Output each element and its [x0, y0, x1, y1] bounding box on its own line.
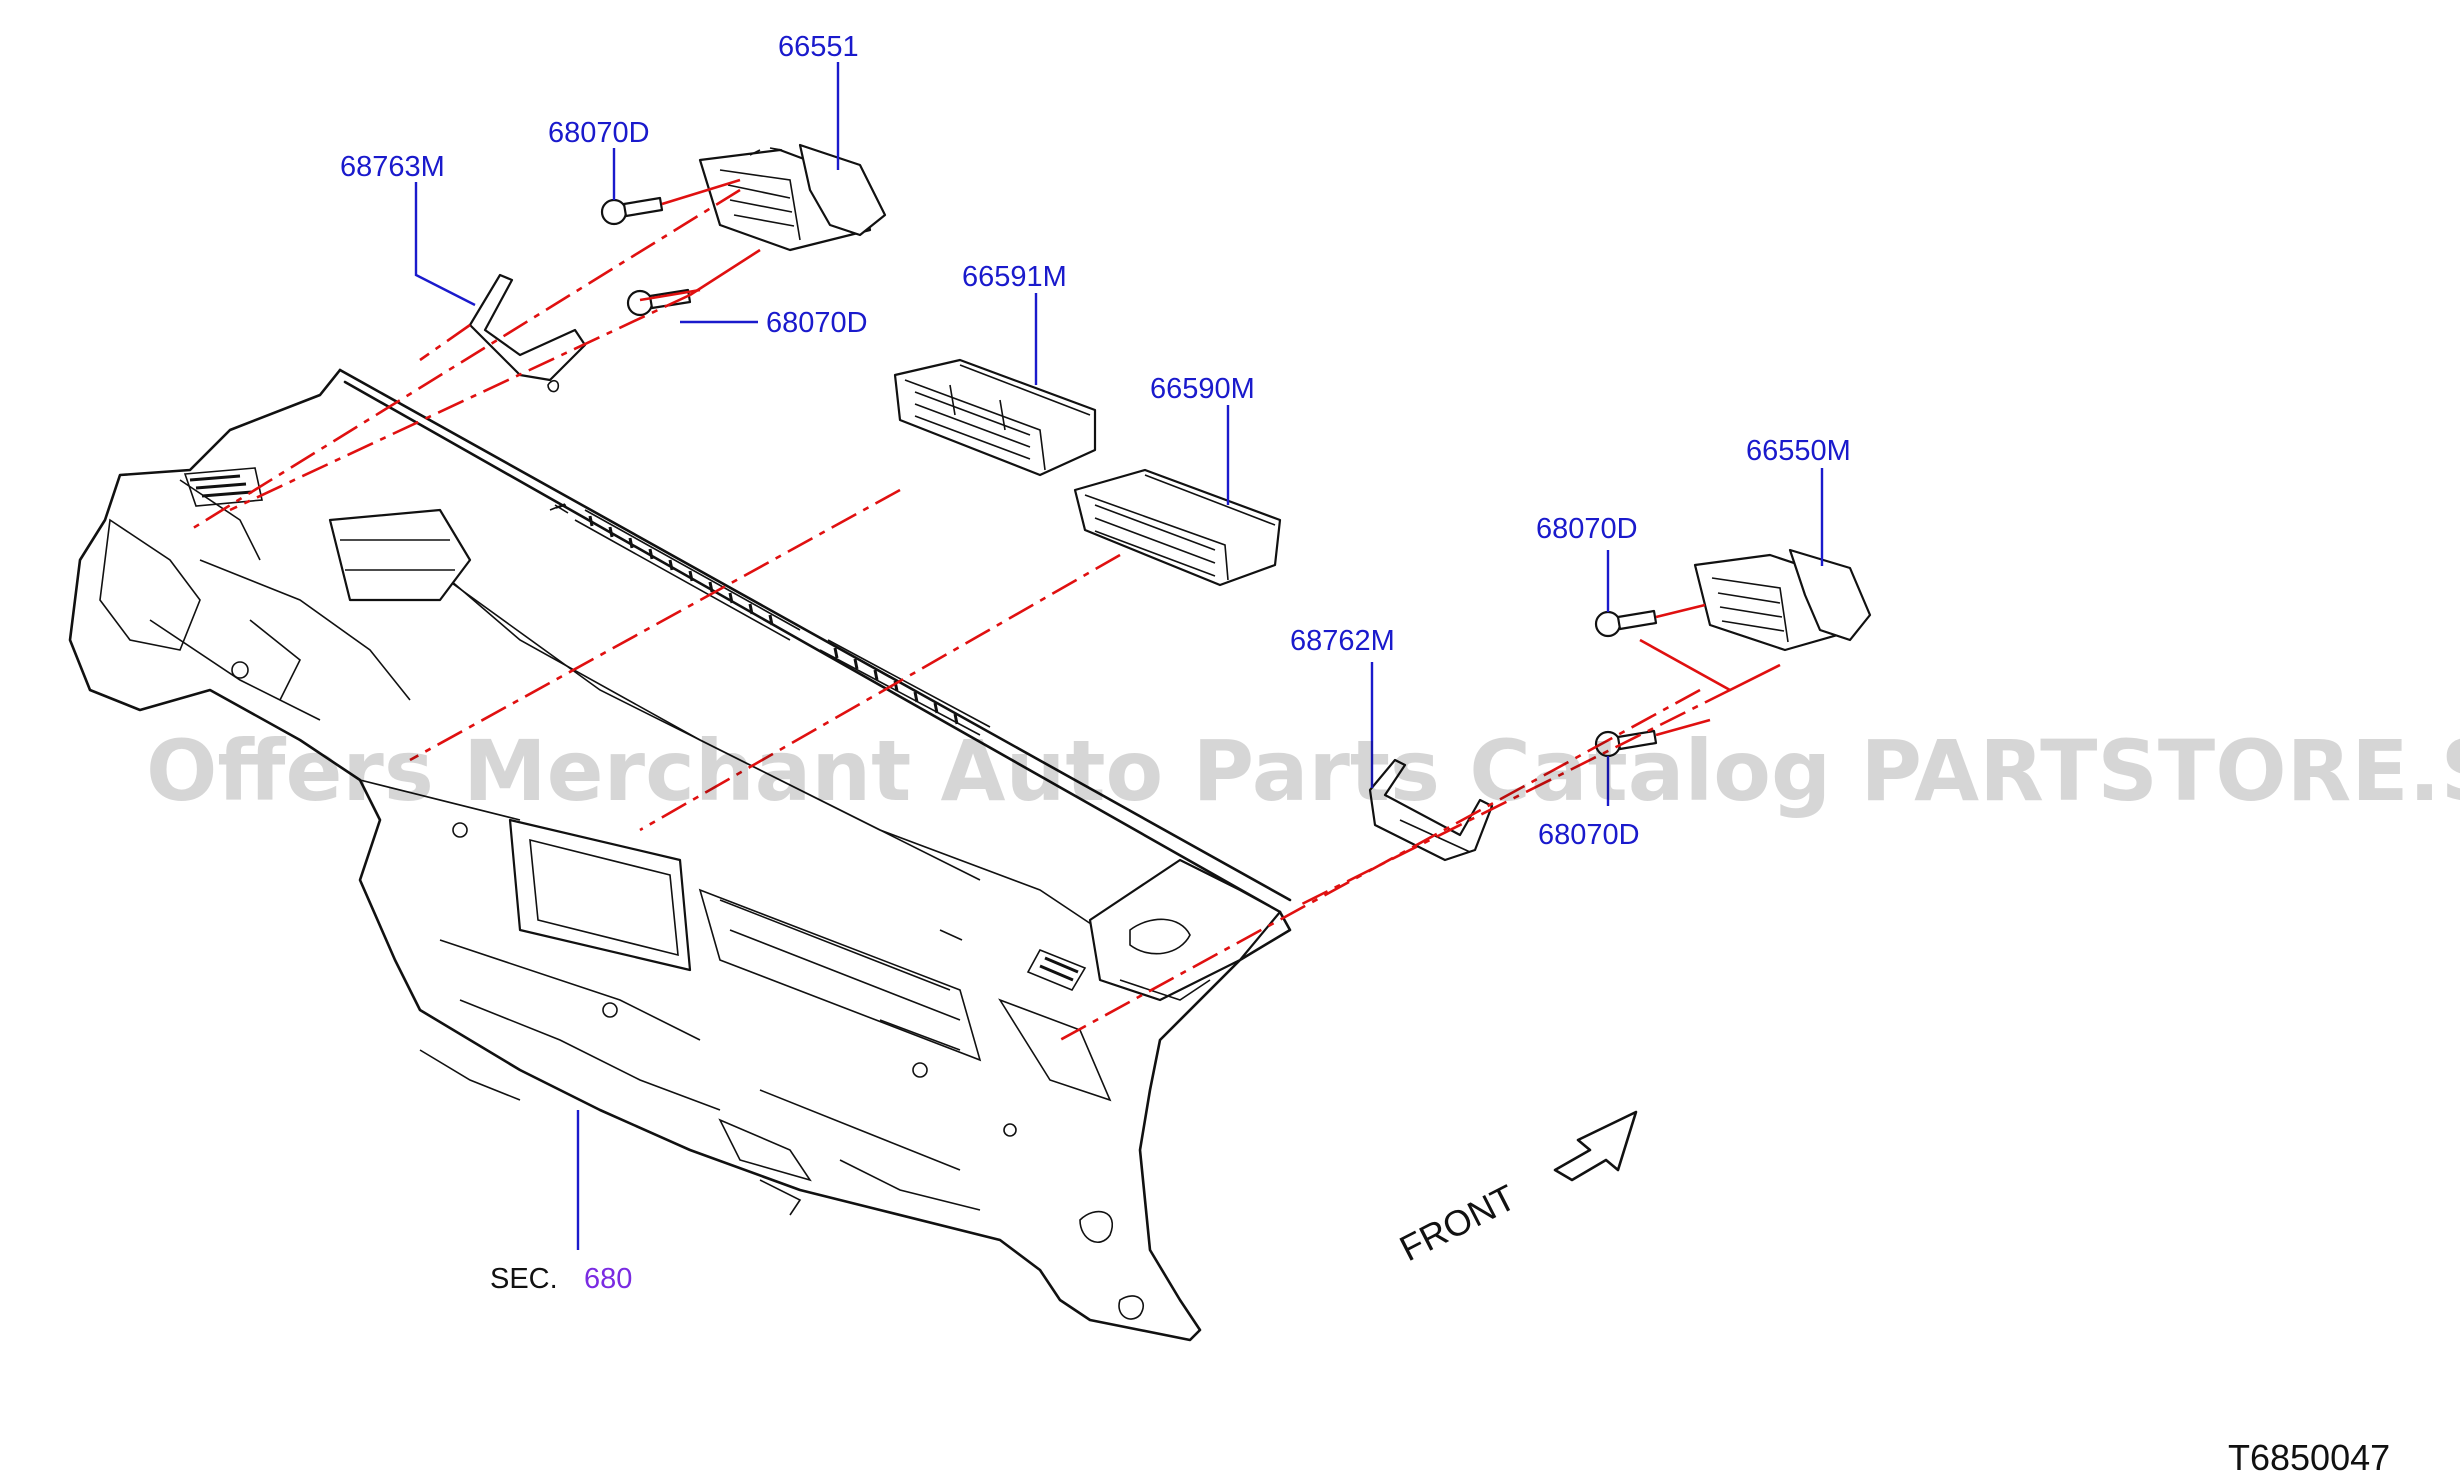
- vent-66590m-drawing: [1073, 468, 1282, 587]
- front-label: FRONT: [1393, 1176, 1522, 1269]
- front-arrow-icon: [1553, 1110, 1638, 1182]
- leader-lines: [414, 62, 1824, 1250]
- part-label-66590m[interactable]: 66590M: [1150, 373, 1255, 405]
- section-prefix: SEC.: [490, 1263, 558, 1295]
- vent-66550m-drawing: [1693, 548, 1872, 652]
- defroster-slots: [549, 503, 991, 736]
- part-label-68070d-right-b[interactable]: 68070D: [1538, 819, 1640, 851]
- diagram-id: T6850047: [2228, 1437, 2390, 1478]
- vent-66591m-drawing: [893, 358, 1097, 477]
- screw-upper-a-drawing: [600, 196, 664, 226]
- instrument-panel-drawing: [68, 368, 1292, 1342]
- part-label-68762m[interactable]: 68762M: [1290, 625, 1395, 657]
- part-label-68763m[interactable]: 68763M: [340, 151, 445, 183]
- part-label-66550m[interactable]: 66550M: [1746, 435, 1851, 467]
- part-label-68070d-right-a[interactable]: 68070D: [1536, 513, 1638, 545]
- bracket-68763m-drawing: [468, 273, 587, 393]
- section-link-680[interactable]: 680: [584, 1263, 632, 1295]
- watermark: Offers Merchant Auto Parts Catalog PARTS…: [146, 722, 2460, 820]
- part-label-68070d-upper-a[interactable]: 68070D: [548, 117, 650, 149]
- screw-right-b-drawing: [1594, 729, 1658, 758]
- part-label-68070d-upper-b[interactable]: 68070D: [766, 307, 868, 339]
- screw-right-a-drawing: [1594, 609, 1658, 638]
- assembly-lines: [189, 178, 1781, 1042]
- part-label-66591m[interactable]: 66591M: [962, 261, 1067, 293]
- part-label-66551[interactable]: 66551: [778, 31, 859, 63]
- vent-66551-drawing: [698, 143, 887, 252]
